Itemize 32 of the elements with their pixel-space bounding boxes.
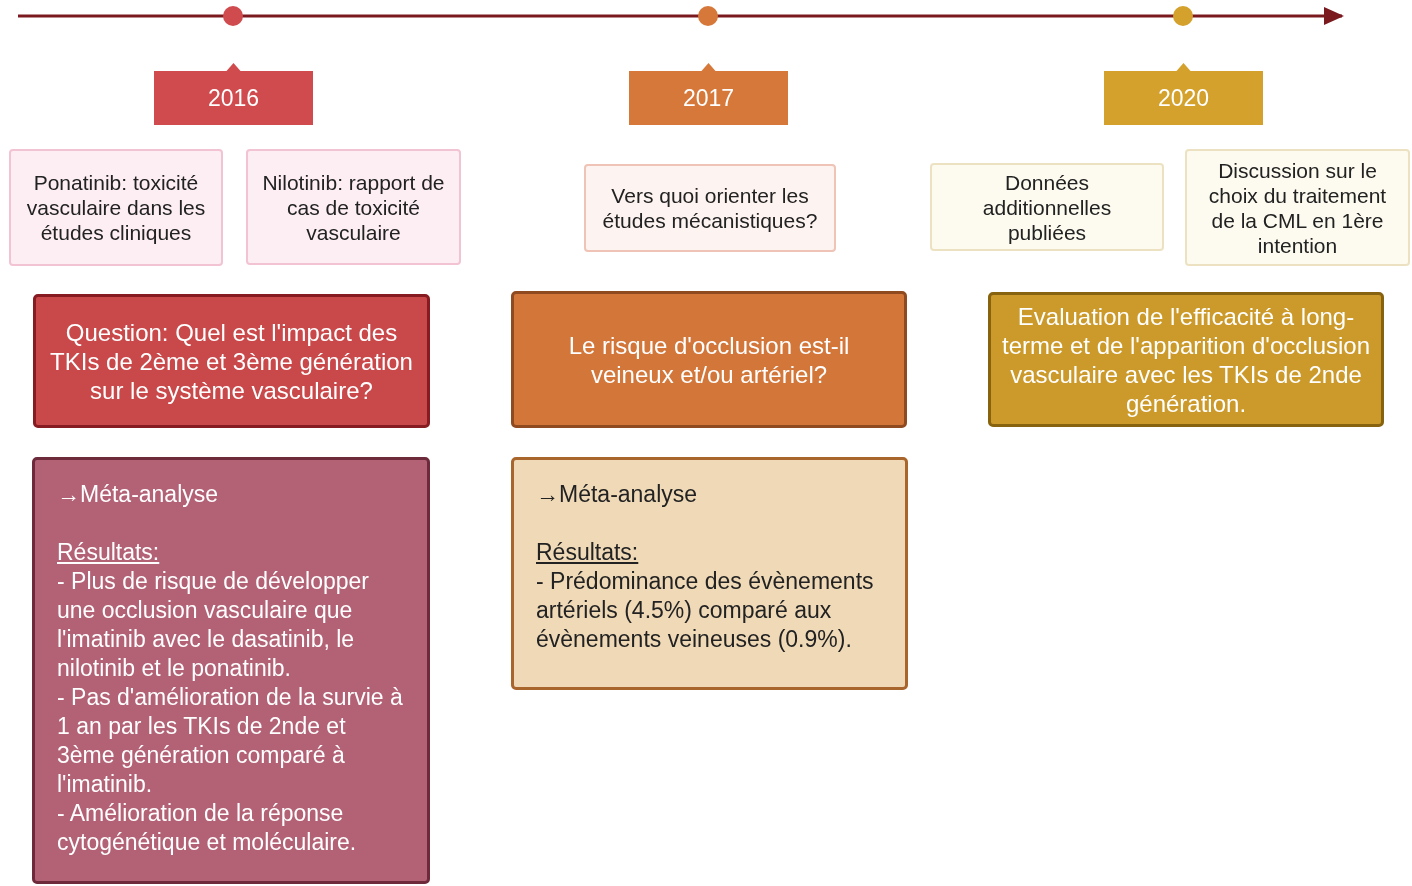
note-text: Ponatinib: toxicité vasculaire dans les études cliniques (25, 170, 207, 245)
year-tab (1104, 62, 1263, 125)
note-card (584, 164, 836, 252)
year-tab (629, 62, 788, 125)
results-text: Résultats: (57, 538, 161, 567)
note-card (930, 163, 1164, 251)
question-text: Evaluation de l'efficacité à long-terme et de l'apparition d'occlusion vasculaire avec les TKIs de 2nde génération. (1001, 301, 1371, 418)
results-text: →Méta-analyse (57, 480, 220, 509)
results-card (32, 457, 430, 884)
results-text: - Amélioration de la réponse cytogénétique et moléculaire. (57, 799, 358, 857)
results-card (511, 457, 908, 690)
note-text: Discussion sur le choix du traitement de la CML en 1ère intention (1207, 157, 1388, 258)
question-text: Le risque d'occlusion est-il veineux et/ou artériel? (567, 330, 851, 389)
note-text: Données additionnelles publiées (981, 169, 1113, 245)
year-label: 2017 (682, 84, 735, 112)
note-card (1185, 149, 1410, 266)
year-label: 2016 (207, 84, 260, 112)
question-card (33, 294, 430, 428)
question-text: Question: Quel est l'impact des TKIs de 2ème et 3ème génération sur le système vasculaire? (49, 317, 414, 405)
note-text: Vers quoi orienter les études mécanistiques? (601, 183, 819, 233)
year-tab (154, 62, 313, 125)
results-text: Résultats: (536, 538, 640, 567)
results-text: - Plus de risque de développer une occlusion vasculaire que l'imatinib avec le dasatinib, le nilotinib et le ponatinib. (57, 567, 370, 683)
results-text: →Méta-analyse (536, 480, 699, 509)
question-card (511, 291, 907, 428)
year-label: 2020 (1157, 84, 1210, 112)
note-card (246, 149, 461, 265)
note-card (9, 149, 223, 266)
results-text: - Prédominance des évènements artériels (4.5%) comparé aux évènements veineuses (0.9%). (536, 567, 875, 654)
note-text: Nilotinib: rapport de cas de toxicité vasculaire (261, 169, 446, 245)
results-text: - Pas d'amélioration de la survie à 1 an par les TKIs de 2nde et 3ème génération comparé à l'imatinib. (57, 683, 404, 799)
question-card (988, 292, 1384, 427)
